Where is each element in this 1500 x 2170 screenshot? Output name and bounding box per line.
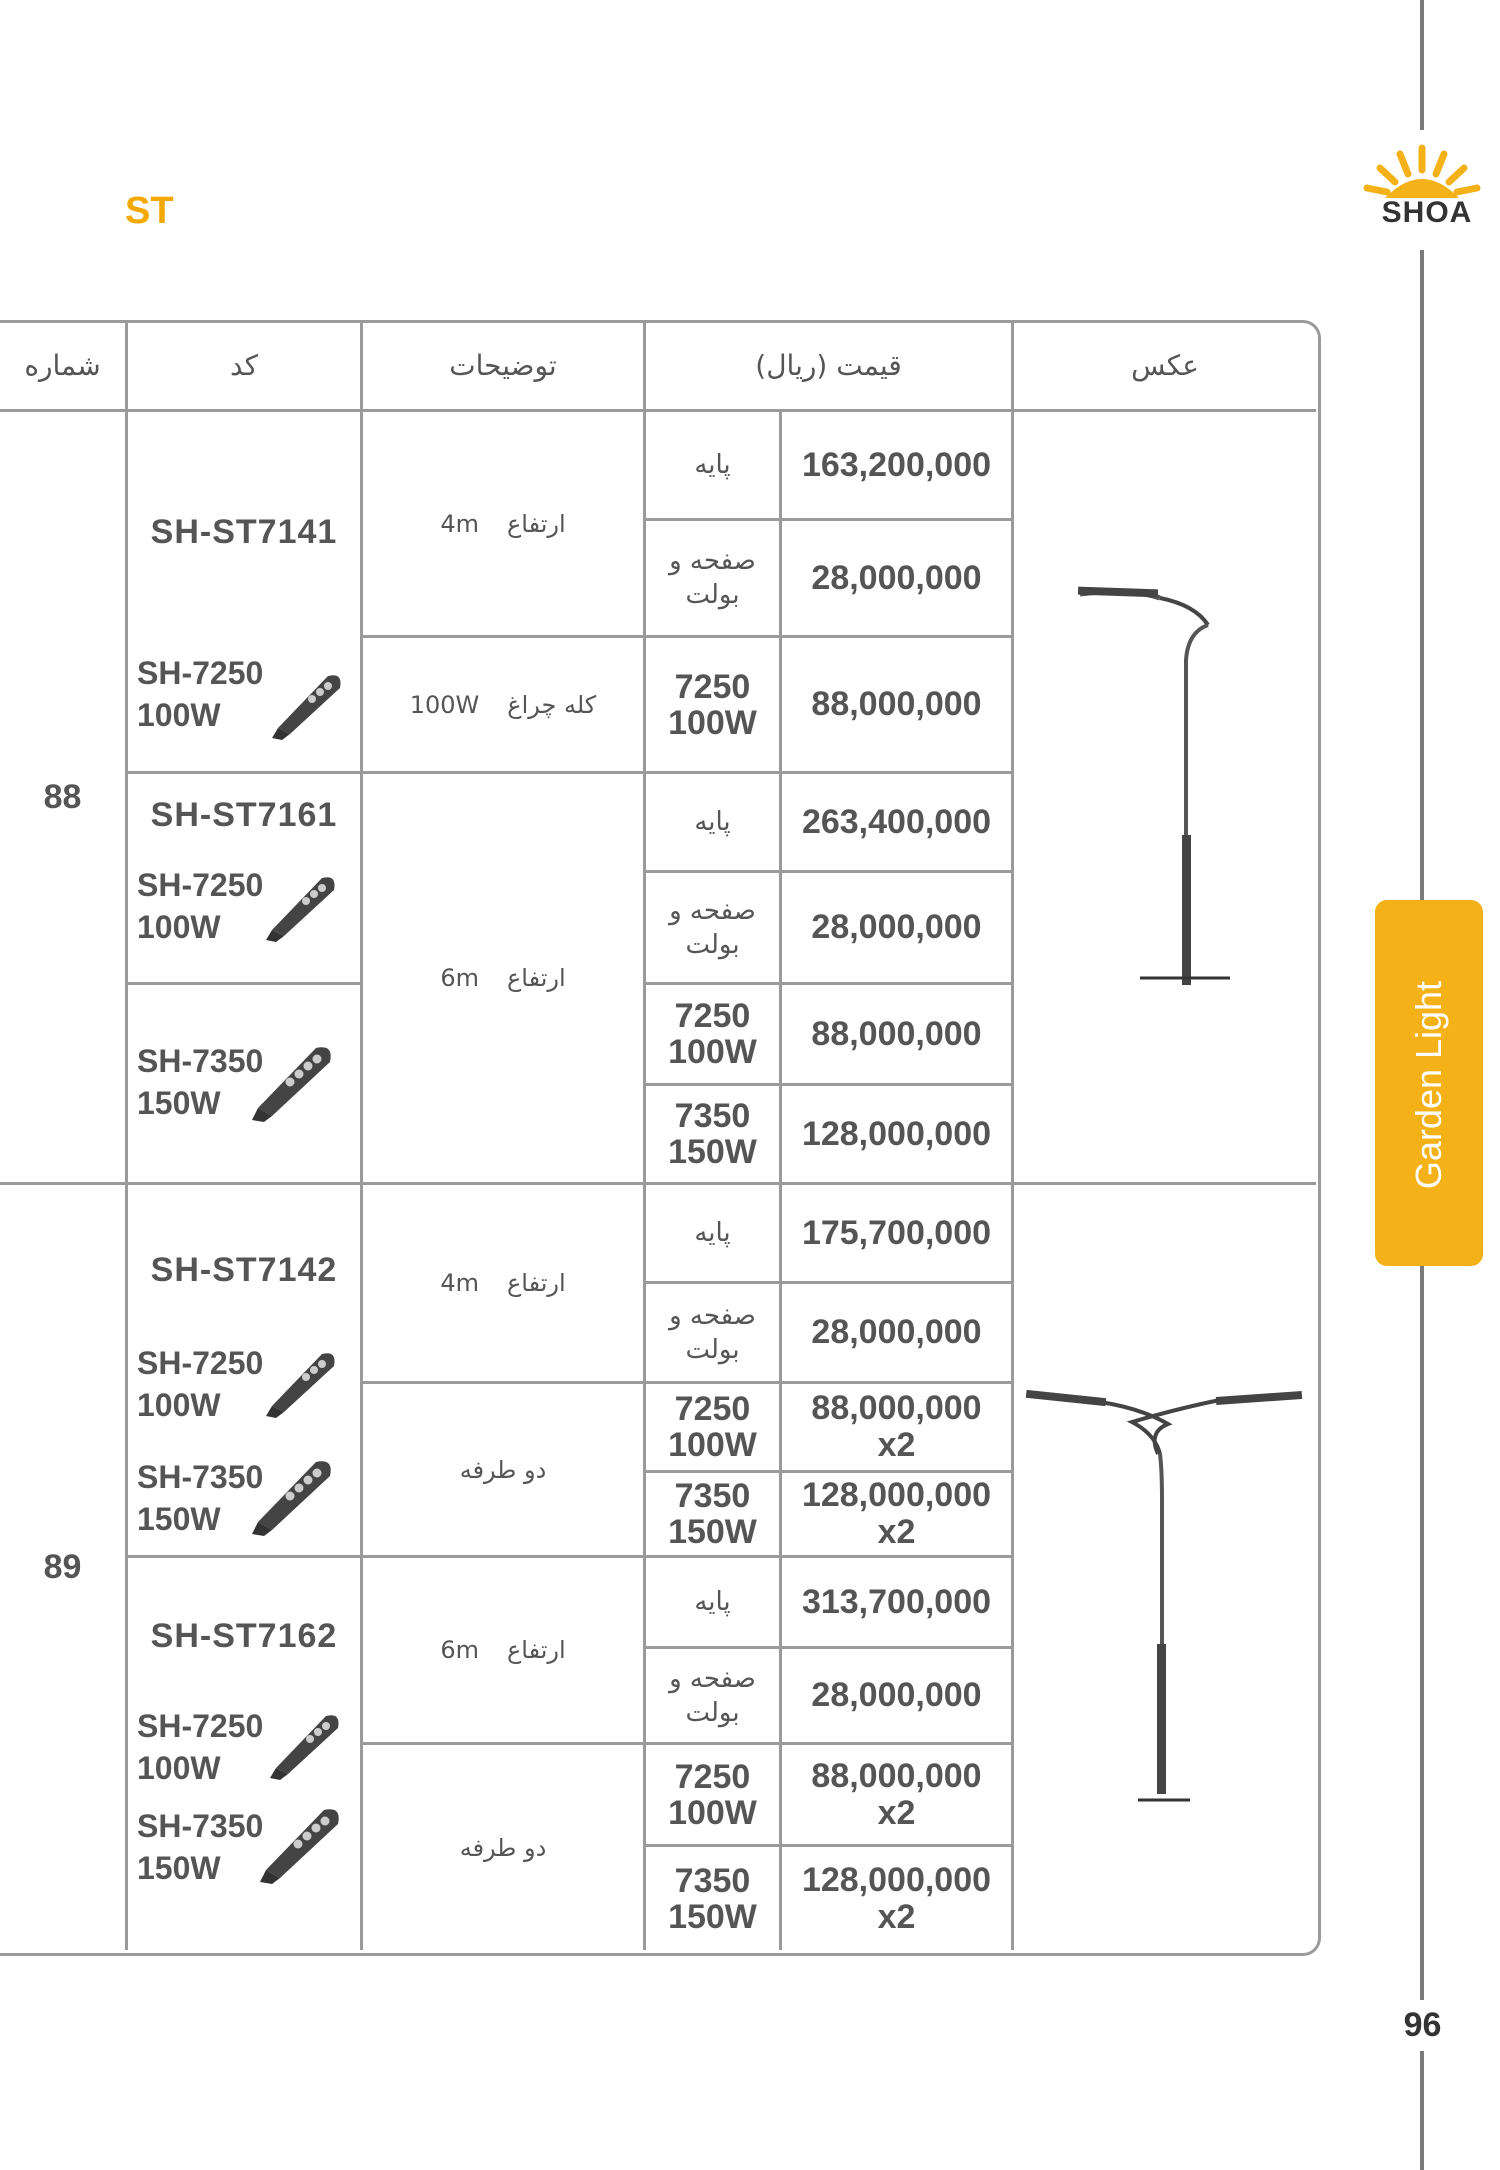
label-pole: پایه — [694, 1587, 731, 1617]
col-divider — [1011, 320, 1014, 1950]
row-divider — [127, 1555, 1011, 1558]
lamp-head-icon — [260, 1809, 339, 1884]
row-divider — [645, 1281, 1011, 1284]
price-pole: 163,200,000 — [801, 445, 992, 484]
header-description: توضیحات — [449, 349, 557, 382]
lamp-head-icon — [266, 1353, 335, 1418]
model-code: SH-ST7161 — [150, 795, 338, 834]
price-plate: 28,000,000 — [811, 1313, 982, 1351]
label-plate: صفحه و بولت — [669, 1663, 756, 1728]
sun-logo-icon — [1363, 144, 1481, 198]
label-pole: پایه — [694, 807, 731, 837]
lamp-head-icon — [252, 1047, 331, 1122]
price-pole: 263,400,000 — [801, 802, 992, 841]
row-divider — [645, 1083, 1011, 1086]
header-photo: عکس — [1131, 349, 1199, 382]
row-divider — [362, 1742, 1011, 1745]
col-divider — [360, 320, 363, 1950]
lamp-head-icon — [252, 1461, 331, 1536]
series-title: ST — [125, 190, 174, 232]
row-divider — [127, 982, 360, 985]
price-plate: 28,000,000 — [811, 558, 982, 597]
row-divider — [645, 1470, 1011, 1473]
header-price: قیمت (ریال) — [755, 349, 902, 382]
model-code: SH-ST7162 — [150, 1616, 338, 1655]
group-divider — [0, 1182, 1316, 1185]
label-pole: پایه — [694, 450, 731, 480]
row-divider — [645, 518, 1011, 521]
single-arm-pole-image — [1077, 586, 1230, 985]
row-divider — [645, 870, 1011, 873]
price-pole: 313,700,000 — [801, 1582, 992, 1621]
description-two-sided: دو طرفه — [459, 1455, 547, 1484]
double-arm-pole-image — [1025, 1389, 1303, 1802]
col-divider — [125, 320, 128, 1950]
price-lamp: 128,000,000 — [801, 1114, 992, 1153]
price-lamp: 88,000,000 — [811, 685, 982, 723]
label-pole: پایه — [694, 1218, 731, 1248]
label-plate: صفحه و بولت — [669, 1300, 756, 1365]
row-divider — [645, 1646, 1011, 1649]
item-number: 89 — [43, 1548, 82, 1586]
page-number: 96 — [1390, 2000, 1455, 2051]
section-tab-label: Garden Light — [1408, 980, 1449, 1190]
side-rail-middle — [1420, 250, 1424, 900]
lamp-head-icon — [272, 675, 341, 740]
label-plate: صفحه و بولت — [669, 895, 756, 960]
row-divider — [645, 1844, 1011, 1847]
row-divider — [645, 982, 1011, 985]
model-code: SH-ST7142 — [150, 1250, 338, 1289]
header-number: شماره — [24, 349, 101, 382]
side-rail-lower — [1420, 1266, 1424, 2170]
label-plate: صفحه و بولت — [669, 546, 756, 610]
lamp-head-icon — [266, 877, 335, 942]
col-divider — [779, 410, 782, 1950]
price-plate: 28,000,000 — [811, 1676, 982, 1714]
header-code: کد — [229, 349, 259, 382]
lamp-head-icon — [270, 1715, 339, 1780]
price-table — [0, 320, 1321, 1956]
row-divider — [362, 635, 1011, 638]
description-two-sided: دو طرفه — [459, 1833, 547, 1862]
brand-name: SHOA — [1381, 196, 1473, 229]
row-divider — [127, 771, 1011, 774]
price-plate: 28,000,000 — [811, 908, 982, 946]
side-rail-top — [1420, 0, 1424, 130]
section-tab[interactable] — [1375, 900, 1483, 1266]
model-code: SH-ST7141 — [150, 512, 338, 551]
price-pole: 175,700,000 — [801, 1213, 992, 1252]
col-divider — [643, 320, 646, 1950]
item-number: 88 — [43, 777, 82, 816]
price-lamp: 88,000,000 — [811, 1014, 982, 1053]
row-divider — [362, 1381, 1011, 1384]
header-divider — [0, 409, 1316, 412]
